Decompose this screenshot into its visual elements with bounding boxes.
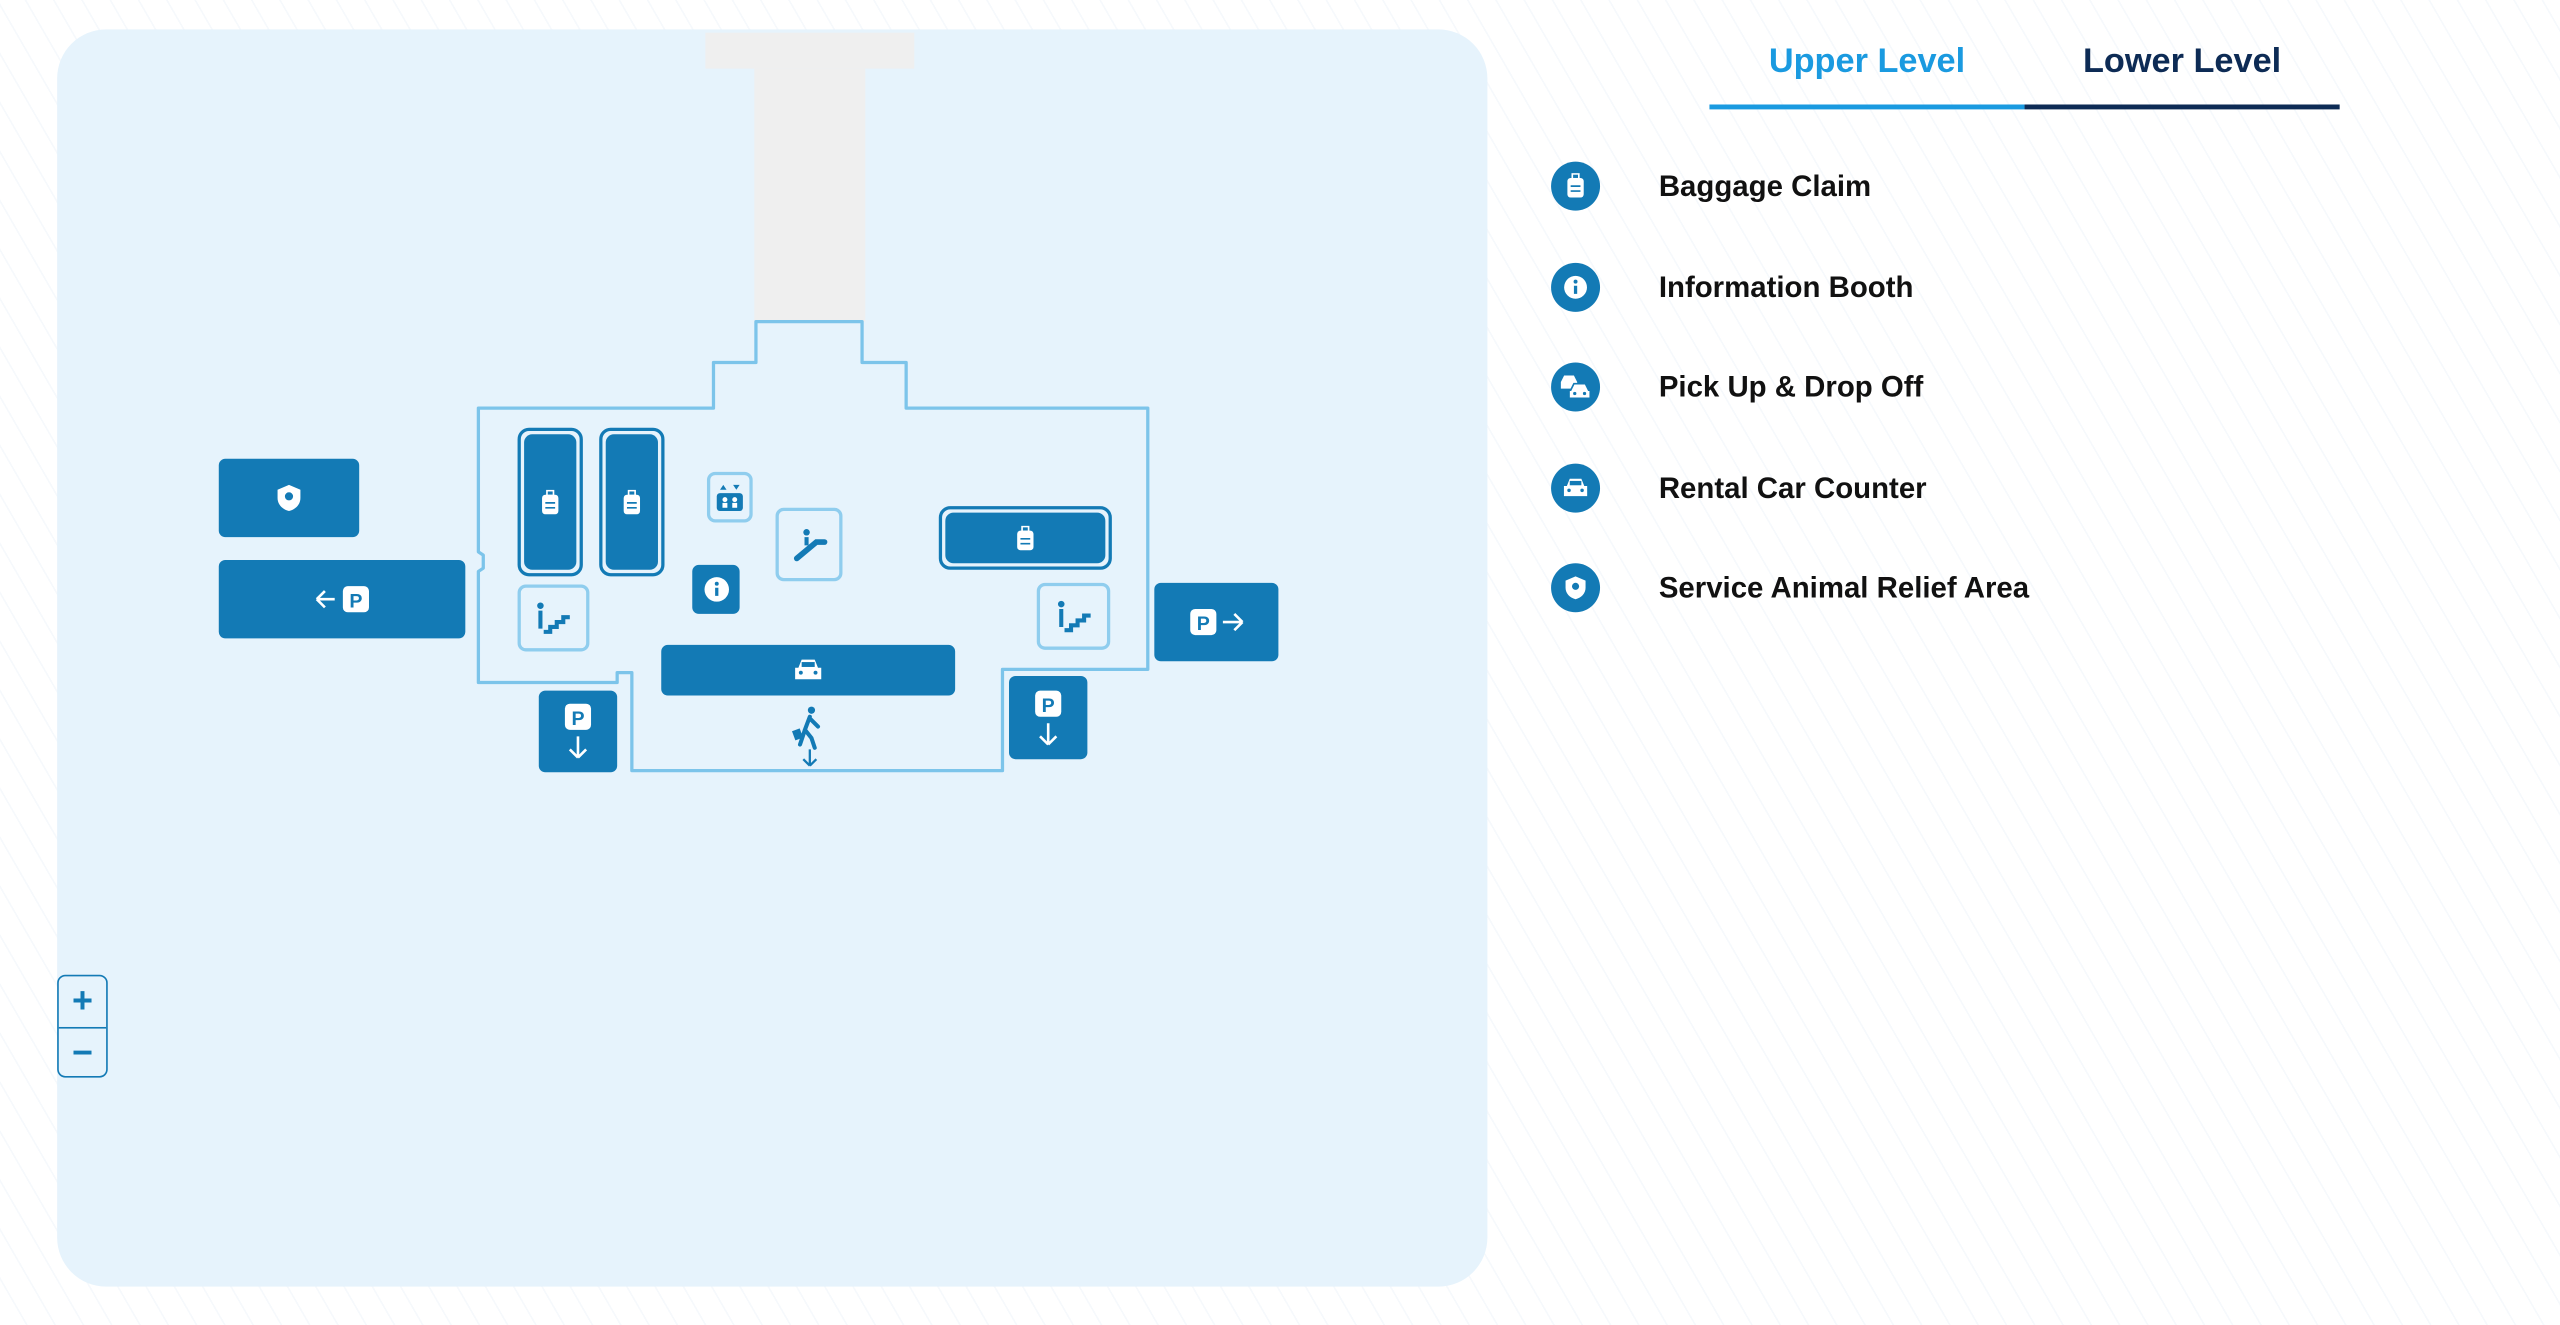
- elevator-icon: [716, 484, 743, 511]
- legend-label: Baggage Claim: [1658, 168, 1872, 202]
- stairs-left[interactable]: [517, 584, 590, 652]
- legend-label: Service Animal Relief Area: [1658, 570, 2030, 604]
- legend-item-information-booth[interactable]: Information Booth: [1551, 261, 1913, 313]
- service-animal-icon: [277, 484, 301, 512]
- tab-upper-level[interactable]: Upper Level: [1768, 42, 1966, 81]
- svg-text:P: P: [349, 590, 362, 612]
- parking-down-arrow-icon: P: [564, 703, 592, 759]
- tab-lower-underline: [2024, 104, 2340, 110]
- zoom-out-button[interactable]: −: [71, 1031, 93, 1073]
- parking-down-left[interactable]: P: [538, 690, 618, 773]
- parking-left-arrow-icon: P: [315, 586, 369, 612]
- baggage-icon: [623, 488, 641, 514]
- stairs-icon: [537, 601, 570, 634]
- svg-text:P: P: [571, 708, 584, 730]
- legend-label: Pick Up & Drop Off: [1658, 369, 1924, 403]
- stairs-icon: [1057, 600, 1090, 632]
- pickup-dropoff-icon: [1551, 362, 1601, 412]
- service-animal-area[interactable]: [218, 458, 360, 538]
- parking-left[interactable]: P: [218, 560, 466, 639]
- info-icon: [1551, 262, 1601, 312]
- escalator[interactable]: [775, 507, 843, 582]
- legend-label: Rental Car Counter: [1658, 471, 1927, 504]
- svg-text:P: P: [1197, 613, 1210, 635]
- rental-car-counter[interactable]: [661, 644, 956, 696]
- baggage-icon: [1551, 161, 1601, 211]
- parking-right-arrow-icon: P: [1190, 608, 1244, 635]
- baggage-icon: [1017, 524, 1034, 550]
- info-icon: [703, 577, 729, 602]
- zoom-in-button[interactable]: +: [58, 976, 107, 1028]
- legend-item-service-animal-relief-area[interactable]: Service Animal Relief Area: [1551, 562, 2029, 614]
- information-booth[interactable]: [692, 564, 740, 614]
- tab-upper-underline: [1709, 104, 2025, 110]
- escalator-icon: [793, 528, 827, 561]
- car-icon: [795, 659, 822, 680]
- parking-right[interactable]: P: [1154, 582, 1279, 662]
- parking-down-right[interactable]: P: [1009, 675, 1088, 760]
- tab-lower-level[interactable]: Lower Level: [2082, 42, 2282, 81]
- service-animal-icon: [1551, 563, 1601, 613]
- car-icon: [1551, 463, 1601, 513]
- elevator[interactable]: [706, 471, 753, 523]
- svg-text:P: P: [1042, 694, 1055, 716]
- legend-label: Information Booth: [1658, 270, 1914, 303]
- legend-item-baggage-claim[interactable]: Baggage Claim: [1551, 160, 1871, 212]
- building-outline: [476, 32, 1150, 773]
- baggage-claim-3[interactable]: [938, 506, 1112, 570]
- parking-down-arrow-icon: P: [1035, 689, 1062, 745]
- legend-item-pick-up-drop-off[interactable]: Pick Up & Drop Off: [1551, 361, 1923, 413]
- stairs-right[interactable]: [1036, 582, 1111, 650]
- baggage-claim-1[interactable]: [517, 427, 583, 577]
- baggage-claim-2[interactable]: [599, 427, 665, 577]
- legend-item-rental-car-counter[interactable]: Rental Car Counter: [1551, 462, 1927, 514]
- zoom-controls: + −: [57, 974, 108, 1078]
- exit-walker-icon: [792, 706, 821, 767]
- baggage-icon: [542, 488, 559, 514]
